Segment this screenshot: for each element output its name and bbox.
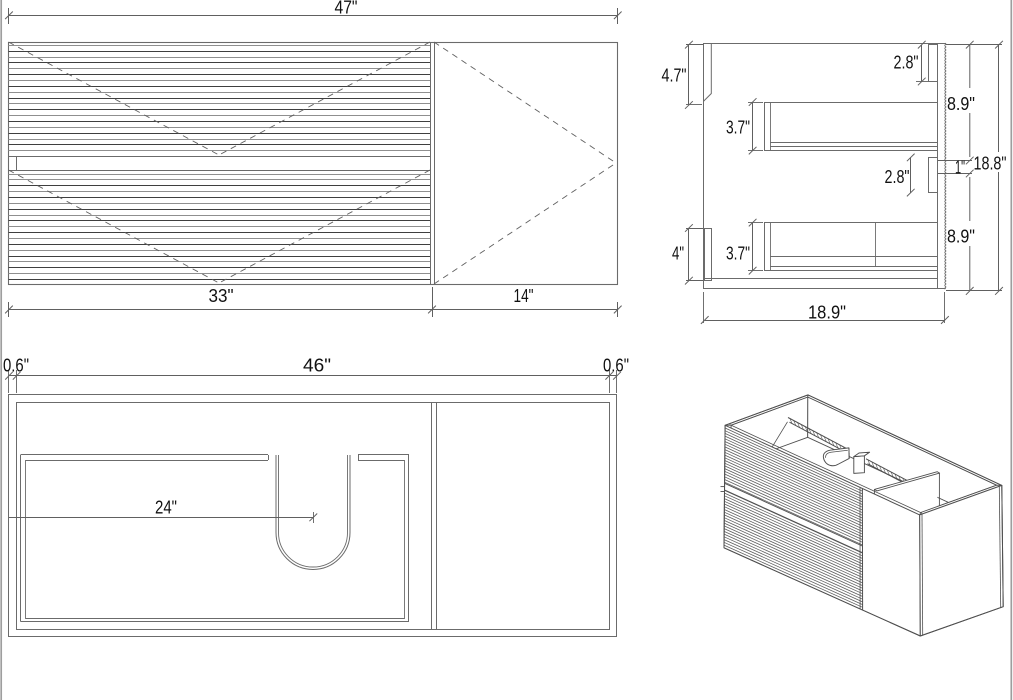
svg-text:4.7": 4.7" <box>662 65 687 86</box>
svg-text:1": 1" <box>955 156 965 177</box>
svg-text:46": 46" <box>303 355 331 376</box>
svg-text:3.7": 3.7" <box>726 117 750 138</box>
svg-text:18.9": 18.9" <box>808 302 846 323</box>
svg-text:33": 33" <box>209 285 234 306</box>
svg-text:14": 14" <box>514 285 534 306</box>
svg-text:4": 4" <box>672 243 684 264</box>
svg-text:3.7": 3.7" <box>726 243 750 264</box>
svg-text:2.8": 2.8" <box>885 166 910 187</box>
svg-text:47": 47" <box>335 0 358 18</box>
svg-text:0.6": 0.6" <box>603 355 629 376</box>
svg-text:8.9": 8.9" <box>947 226 975 247</box>
svg-text:18.8": 18.8" <box>974 153 1007 174</box>
svg-text:24": 24" <box>155 497 177 518</box>
svg-text:8.9": 8.9" <box>947 93 975 114</box>
svg-text:0.6": 0.6" <box>3 355 29 376</box>
svg-text:2.8": 2.8" <box>894 52 919 73</box>
